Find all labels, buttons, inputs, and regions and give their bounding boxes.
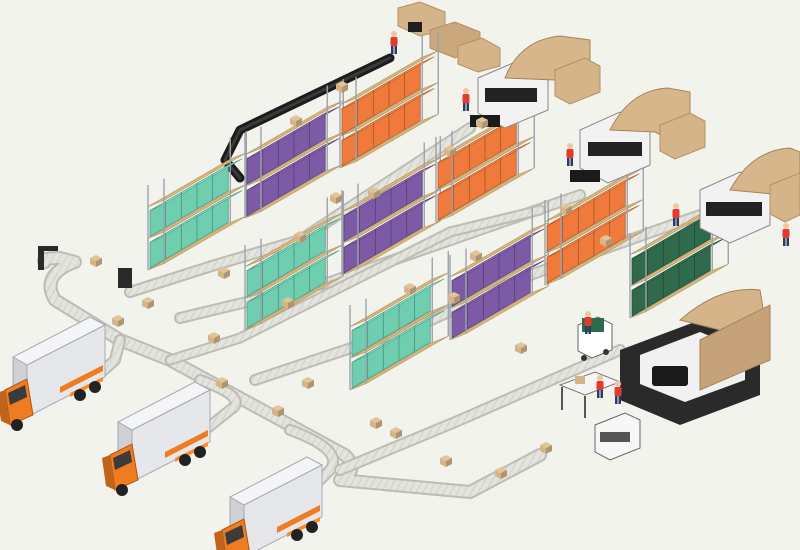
parcel [470,250,482,262]
truck-1 [0,316,107,431]
parcel [476,117,488,129]
parcel [540,442,552,454]
parcel [495,467,507,479]
worker-3 [566,143,574,166]
rack-mint-3 [349,251,449,391]
parcel [560,203,572,215]
worker-8 [614,381,622,404]
parcel [216,377,228,389]
parcel [112,315,124,327]
parcel [370,417,382,429]
cardboard-stock-top [397,1,501,73]
parcel [390,427,402,439]
parcel [290,115,302,127]
worker-6 [584,311,592,334]
parcel [368,187,380,199]
worker-4 [672,203,680,226]
rack-purple-3 [449,201,549,341]
worker-7 [596,375,604,398]
parcel [336,81,348,93]
worker-2 [462,88,470,111]
rack-mint-2 [244,191,344,331]
parcel [515,342,527,354]
workers [390,31,790,404]
rack-purple-1 [244,79,344,219]
workstation [594,412,641,461]
packing-table [558,371,622,418]
parcel [444,145,456,157]
parcel [302,377,314,389]
parcel [218,267,230,279]
delivery-trucks [0,316,324,550]
parcel [90,255,102,267]
parcel [282,297,294,309]
parcel [294,231,306,243]
truck-3 [214,456,324,550]
parcel [448,292,460,304]
parcel [208,332,220,344]
pallet-cart [577,316,613,361]
parcels [90,81,612,479]
parcel [404,283,416,295]
truck-2 [102,381,212,496]
rack-purple-2 [341,136,441,276]
parcel [142,297,154,309]
parcel [440,455,452,467]
worker-5 [782,223,790,246]
parcel [330,192,342,204]
cardboard-stacks [554,57,800,223]
rack-mint-1 [147,131,247,271]
parcel [272,405,284,417]
packing-machine [620,288,771,425]
rack-orange-1 [339,29,439,169]
rack-orange-2 [435,83,535,223]
conveyor-entry-arch [38,246,132,288]
parcel [600,235,612,247]
worker-1 [390,31,398,54]
